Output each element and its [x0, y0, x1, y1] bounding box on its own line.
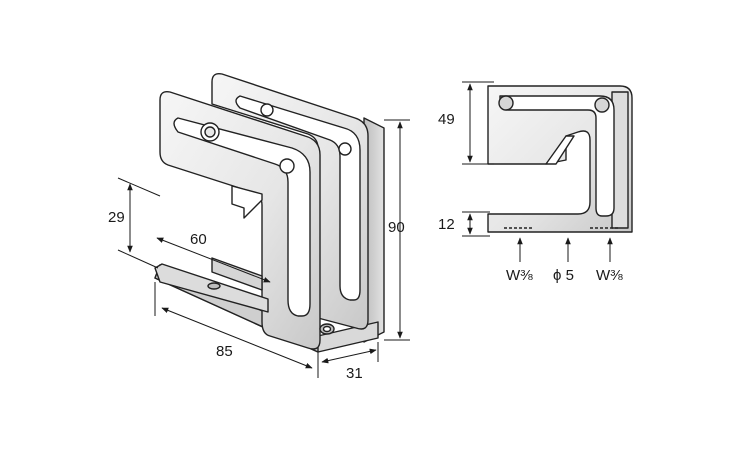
dim-opening-label: 29 [108, 209, 125, 226]
side-view-dimension-lines [462, 81, 613, 262]
hole-callout: ϕ 5 [553, 267, 574, 284]
isometric-bracket [154, 72, 385, 353]
dim-width-label: 85 [216, 343, 233, 360]
dim-inner-depth-label: 60 [190, 231, 207, 248]
thread-callout-left: W⅜ [506, 267, 533, 284]
dim-height-label: 90 [388, 219, 405, 236]
dim-top-label: 49 [438, 111, 455, 128]
thread-callout-right: W⅜ [596, 267, 623, 284]
dim-depth-label: 31 [346, 365, 363, 382]
dim-bottom-label: 12 [438, 216, 455, 233]
isometric-dimension-lines [117, 119, 410, 378]
side-view-bracket [487, 85, 633, 233]
